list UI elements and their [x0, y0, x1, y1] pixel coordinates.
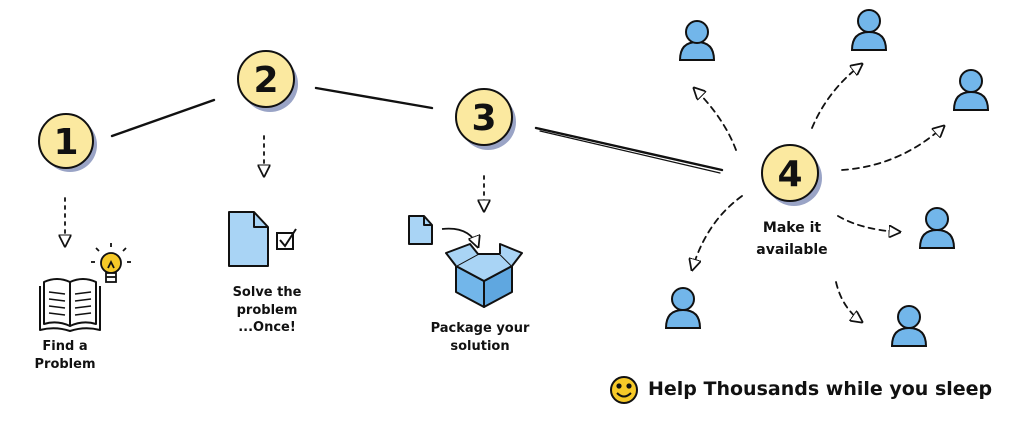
person-icon [678, 20, 716, 61]
caption-line: Find a Problem [34, 339, 96, 372]
package-arrow [441, 227, 478, 247]
person-icon [952, 69, 990, 111]
caption-line: ...Once! [238, 320, 296, 336]
connector-1-2 [110, 98, 216, 138]
step-badge-2: 2 [237, 50, 298, 112]
connector-3-4 [534, 126, 724, 172]
spread-arrow-2 [811, 64, 862, 129]
tagline: Help Thousands while you sleep [648, 378, 993, 400]
person-icon [890, 305, 928, 347]
book-icon [39, 278, 101, 332]
checkbox-icon [276, 228, 297, 250]
spread-arrow-1 [694, 88, 737, 151]
step-1-caption: Find a Problem [10, 338, 120, 373]
step-number-2: 2 [253, 60, 278, 101]
caption-line: Package your [430, 321, 530, 336]
caption-line: available [756, 241, 828, 258]
person-icon [664, 287, 702, 329]
connector-2-3 [314, 86, 434, 110]
step-badge-4: 4 [761, 144, 822, 206]
lightbulb-icon [91, 243, 131, 283]
person-icon [918, 207, 956, 249]
person-icon [850, 9, 888, 51]
box-icon [445, 243, 523, 308]
step-4-caption: Make it available [742, 218, 842, 261]
caption-line: Solve the [232, 285, 302, 300]
smiley-icon [610, 376, 638, 404]
document-icon [408, 215, 433, 245]
spread-arrow-3 [841, 126, 944, 171]
spread-arrow-5 [835, 281, 862, 322]
step-number-3: 3 [471, 98, 496, 139]
step-number-4: 4 [777, 154, 802, 195]
step-number-1: 1 [53, 122, 78, 163]
caption-line: solution [450, 338, 510, 354]
step-badge-3: 3 [455, 88, 516, 150]
document-icon [228, 211, 269, 267]
spread-arrow-4 [837, 215, 900, 232]
step-badge-1: 1 [38, 113, 97, 172]
step-2-caption: Solve the problem ...Once! [222, 284, 312, 337]
step-connectors [110, 86, 724, 174]
spread-arrow-6 [692, 195, 743, 270]
caption-line: Make it [762, 220, 822, 236]
caption-line: problem [236, 302, 298, 318]
step-3-caption: Package your solution [415, 320, 545, 355]
